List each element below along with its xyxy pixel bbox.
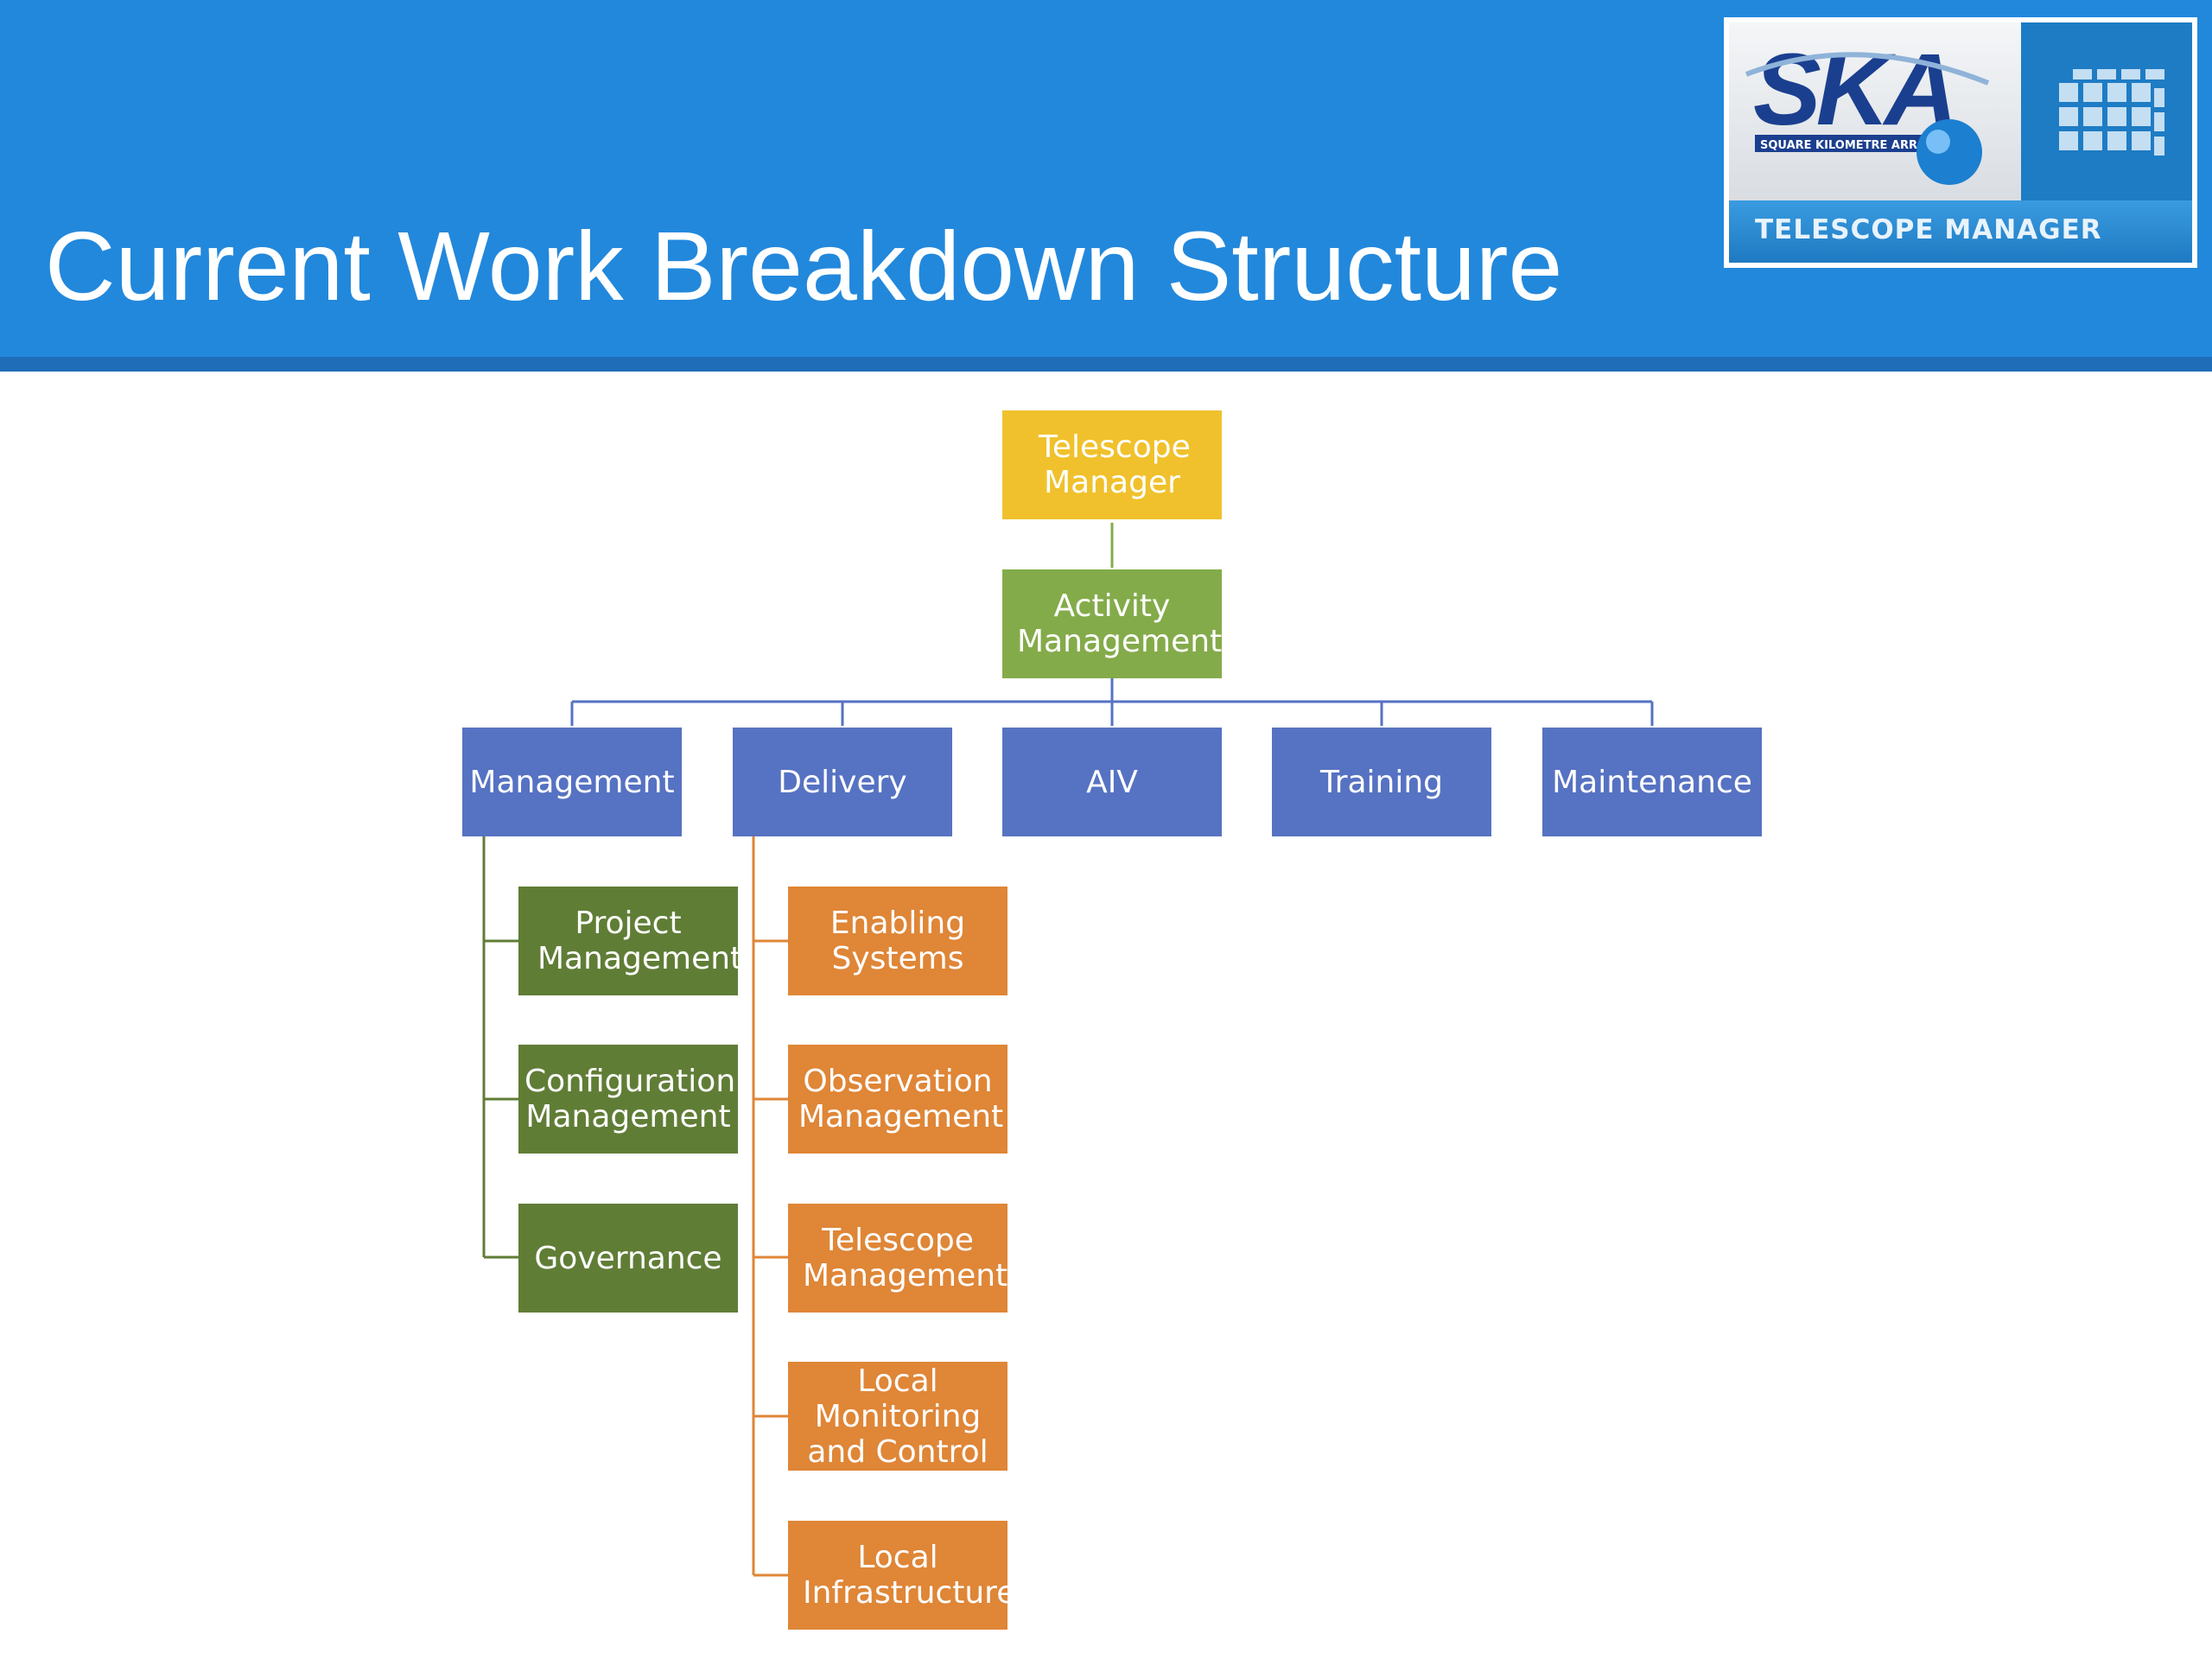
svg-text:SKA: SKA — [1753, 33, 1953, 147]
node-telescope-management: Telescope Management — [788, 1204, 1007, 1313]
ska-telescope-manager-logo: SKA SQUARE KILOMETRE ARRAY TELESCOPE M — [1724, 17, 2197, 268]
node-project-management: Project Management — [518, 887, 742, 995]
node-configuration-management: Configuration Management — [518, 1045, 738, 1154]
node-activity-management: Activity Management — [1002, 569, 1222, 678]
slide-title: Current Work Breakdown Structure — [45, 212, 1563, 321]
logo-band — [1729, 200, 2192, 263]
cube-icon — [2021, 22, 2192, 200]
ska-wordmark-icon: SKA SQUARE KILOMETRE ARRAY — [1745, 33, 1990, 185]
node-delivery: Delivery — [733, 728, 952, 836]
logo-caption: TELESCOPE MANAGER — [1755, 214, 2102, 245]
node-aiv: AIV — [1002, 728, 1222, 836]
svg-text:SQUARE KILOMETRE ARRAY: SQUARE KILOMETRE ARRAY — [1760, 139, 1934, 152]
node-governance: Governance — [518, 1204, 738, 1313]
node-maintenance: Maintenance — [1542, 728, 1762, 836]
node-local-infrastructure: Local Infrastructure — [788, 1521, 1015, 1630]
header-divider — [0, 357, 2212, 372]
node-enabling-systems: Enabling Systems — [788, 887, 1007, 995]
node-observation-management: Observation Management — [788, 1045, 1007, 1154]
node-management: Management — [462, 728, 682, 836]
logo-panel: SKA SQUARE KILOMETRE ARRAY — [1729, 22, 2021, 200]
node-local-monitoring-and-control: Local Monitoring and Control — [788, 1362, 1007, 1471]
connector-delivery-children — [752, 836, 788, 1577]
node-telescope-manager: Telescope Manager — [1002, 410, 1222, 519]
connector-activity-to-areas — [570, 678, 1654, 726]
connector-management-children — [482, 836, 518, 1259]
node-training: Training — [1272, 728, 1491, 836]
